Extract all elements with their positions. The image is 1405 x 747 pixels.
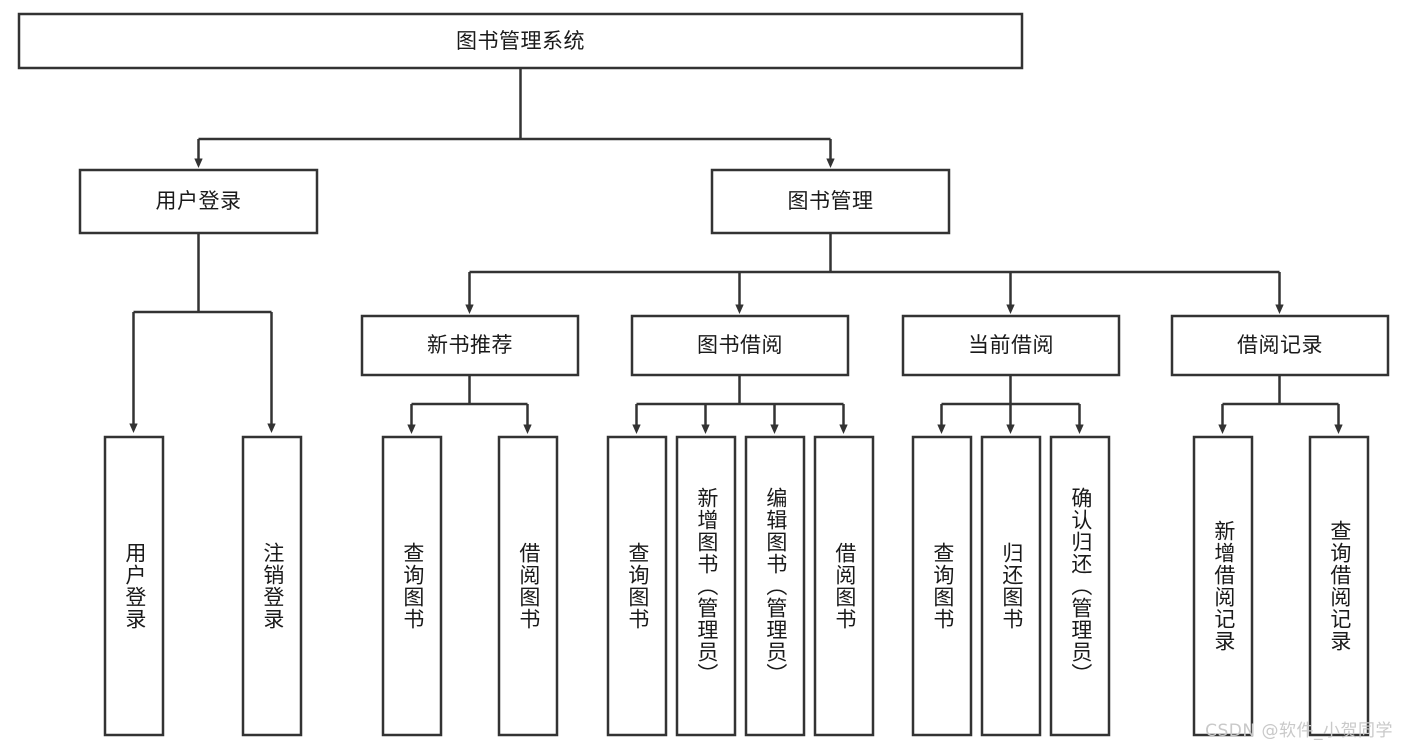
node-box-group	[17, 12, 1390, 737]
node-box-leaf-current-borrow-0[interactable]	[911, 435, 973, 737]
node-box-leaf-new-book-1[interactable]	[497, 435, 559, 737]
node-box-leaf-book-borrow-1[interactable]	[675, 435, 737, 737]
node-box-leaf-user-login-1[interactable]	[241, 435, 303, 737]
node-box-leaf-current-borrow-1[interactable]	[980, 435, 1042, 737]
node-box-new-book-recommend[interactable]	[360, 314, 580, 377]
node-box-leaf-book-borrow-2[interactable]	[744, 435, 806, 737]
node-box-book-management[interactable]	[710, 168, 951, 235]
node-box-root[interactable]	[17, 12, 1024, 70]
node-box-leaf-borrow-record-0[interactable]	[1192, 435, 1254, 737]
node-box-leaf-new-book-0[interactable]	[381, 435, 443, 737]
connector-group	[129, 68, 1343, 434]
node-box-borrow-record[interactable]	[1170, 314, 1390, 377]
node-box-book-borrow[interactable]	[630, 314, 850, 377]
node-box-current-borrow[interactable]	[901, 314, 1121, 377]
node-box-leaf-book-borrow-3[interactable]	[813, 435, 875, 737]
node-box-leaf-current-borrow-2[interactable]	[1049, 435, 1111, 737]
node-box-leaf-borrow-record-1[interactable]	[1308, 435, 1370, 737]
node-box-leaf-book-borrow-0[interactable]	[606, 435, 668, 737]
node-box-user-login[interactable]	[78, 168, 319, 235]
node-box-leaf-user-login-0[interactable]	[103, 435, 165, 737]
